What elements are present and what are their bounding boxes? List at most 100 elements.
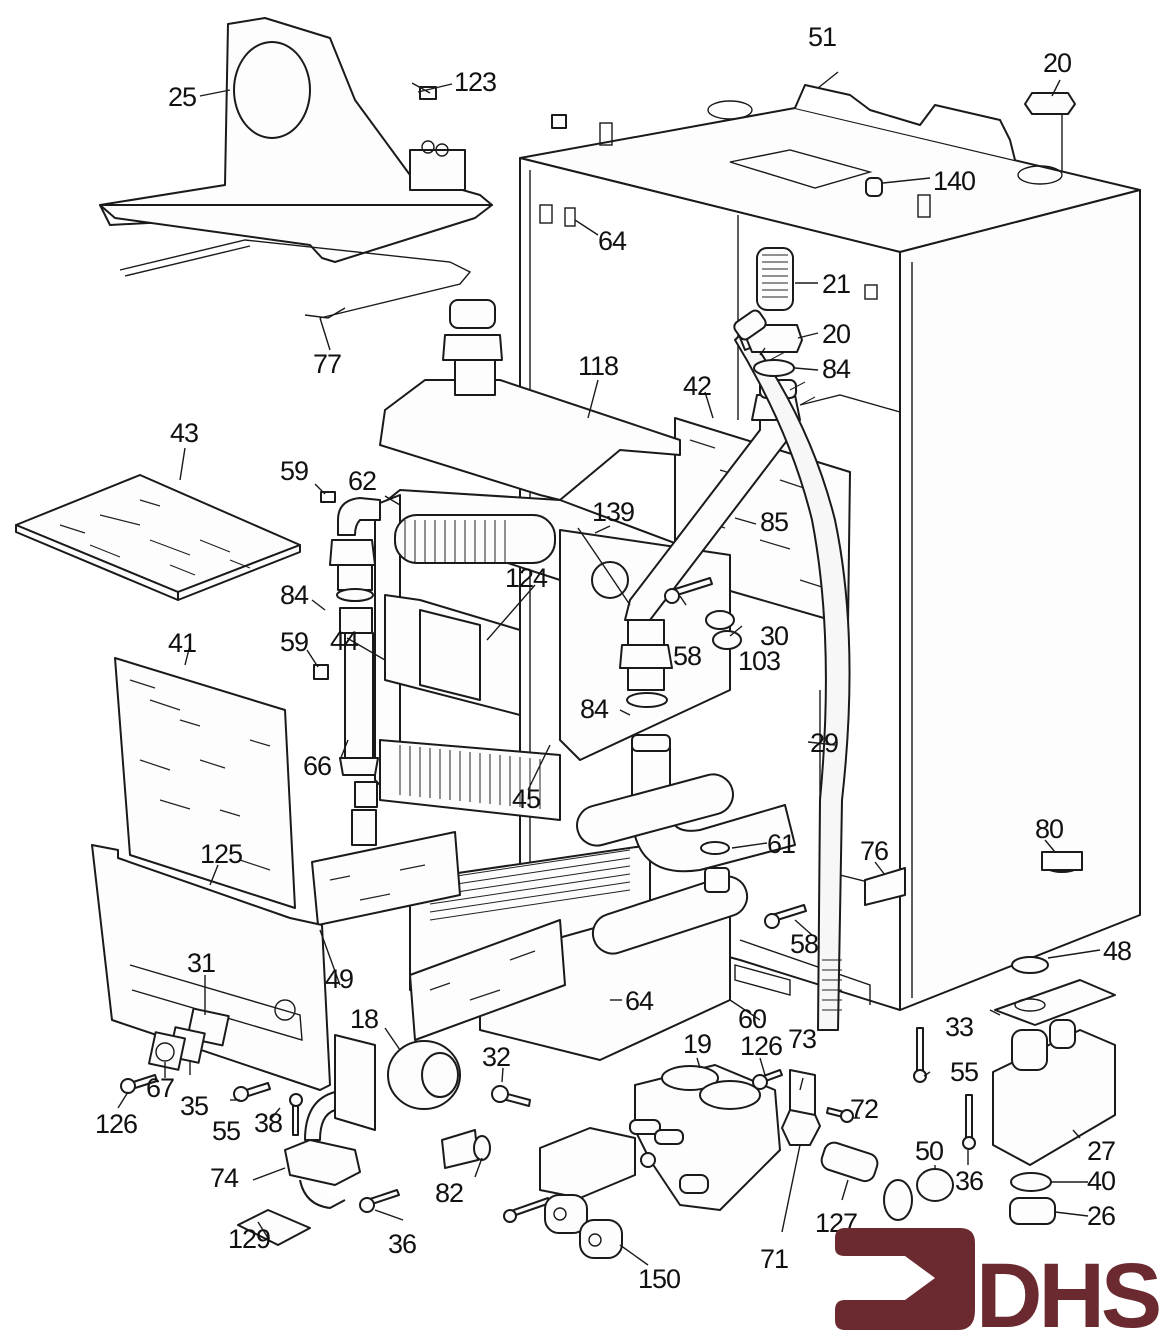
- part-label: 36: [955, 1166, 983, 1196]
- flow-connector: [442, 299, 503, 396]
- plate-129: [237, 1209, 311, 1246]
- washer-61: [700, 841, 730, 855]
- part-label: 26: [1087, 1201, 1115, 1231]
- logo-text: DHS: [976, 1245, 1159, 1342]
- part-label: 25: [168, 82, 196, 112]
- o-ring-82: [473, 1135, 491, 1161]
- part-label: 42: [683, 371, 711, 401]
- part-label: 60: [738, 1004, 766, 1034]
- part-label: 80: [1035, 814, 1063, 844]
- part-label: 31: [187, 948, 215, 978]
- part-label: 49: [325, 964, 353, 994]
- part-label: 35: [180, 1091, 208, 1121]
- gas-valve-19: [629, 1064, 781, 1211]
- insulation-panel-43: [15, 474, 301, 601]
- part-label: 126: [740, 1031, 782, 1061]
- flow-pipe-85: [619, 379, 801, 708]
- part-label: 140: [933, 166, 975, 196]
- part-label: 58: [790, 929, 818, 959]
- filter-40: [1010, 1172, 1052, 1192]
- part-label: 51: [808, 22, 836, 52]
- part-label: 73: [788, 1024, 816, 1054]
- part-label: 21: [822, 269, 850, 299]
- part-label: 126: [95, 1109, 137, 1139]
- insulation-strip-49: [311, 831, 461, 926]
- part-label: 77: [313, 349, 341, 379]
- part-label: 18: [350, 1004, 378, 1034]
- insulation-strip-49b: [409, 919, 566, 1041]
- part-label: 30: [760, 621, 788, 651]
- plug-140: [865, 177, 883, 197]
- fan-18: [334, 1034, 461, 1131]
- part-label: 118: [578, 351, 618, 381]
- part-label: 125: [200, 839, 242, 869]
- part-label: 43: [170, 418, 198, 448]
- valve-block-27: [992, 1019, 1116, 1166]
- part-label: 66: [303, 751, 331, 781]
- part-label: 124: [505, 563, 548, 593]
- window-67: [148, 1031, 186, 1071]
- part-label: 55: [212, 1116, 240, 1146]
- part-label: 38: [254, 1108, 282, 1138]
- washer-30b: [712, 630, 742, 650]
- washer-30a: [705, 610, 735, 630]
- part-label: 44: [330, 626, 359, 656]
- part-label: 82: [435, 1178, 463, 1208]
- bracket-76: [864, 867, 906, 906]
- part-label: 67: [146, 1073, 174, 1103]
- screw-38: [292, 1104, 299, 1136]
- fan-housing-25: [99, 17, 493, 319]
- part-label: 33: [945, 1012, 973, 1042]
- fitting-103: [733, 309, 767, 341]
- flexible-hose-29: [734, 329, 851, 1031]
- part-label: 55: [950, 1057, 978, 1087]
- part-label: 72: [850, 1094, 878, 1124]
- part-label: 20: [822, 319, 850, 349]
- part-label: 61: [767, 829, 795, 859]
- part-label: 32: [482, 1042, 510, 1072]
- part-label: 62: [348, 466, 376, 496]
- clip-59b: [313, 664, 329, 680]
- part-label: 40: [1087, 1166, 1115, 1196]
- pipe-66: [329, 497, 381, 846]
- arrow-right-icon: [835, 1228, 975, 1330]
- part-label: 71: [760, 1244, 788, 1274]
- part-label: 84: [580, 694, 609, 724]
- part-label: 48: [1103, 936, 1131, 966]
- electrode-lead-139: [577, 527, 631, 606]
- part-label: 27: [1087, 1136, 1115, 1166]
- gasket-33: [994, 979, 1116, 1026]
- part-label: 129: [228, 1224, 270, 1254]
- leader-lines: [117, 71, 1101, 1266]
- flange-82: [441, 1129, 479, 1169]
- nipple-127: [820, 1141, 879, 1183]
- part-label: 85: [760, 507, 788, 537]
- part-label: 50: [915, 1136, 943, 1166]
- part-label: 29: [810, 728, 838, 758]
- part-label: 123: [454, 67, 496, 97]
- insulation-panel-41: [114, 657, 296, 909]
- part-label: 58: [673, 641, 701, 671]
- part-label: 84: [822, 354, 851, 384]
- part-label: 103: [738, 646, 780, 676]
- part-label: 59: [280, 627, 308, 657]
- part-label: 74: [210, 1163, 239, 1193]
- part-label: 59: [280, 456, 308, 486]
- part-label: 19: [683, 1029, 711, 1059]
- bracket-73: [789, 1069, 816, 1116]
- part-label: 20: [1043, 48, 1071, 78]
- solenoid-coils-150: [544, 1194, 623, 1259]
- crossover-pipe: [576, 773, 734, 847]
- part-label: 150: [638, 1264, 680, 1294]
- part-label: 36: [388, 1229, 416, 1259]
- screw-55a: [916, 1027, 924, 1074]
- part-label: 45: [512, 784, 540, 814]
- clip-59a: [320, 491, 336, 503]
- part-label: 84: [280, 580, 309, 610]
- dhs-logo: DHS: [835, 1228, 1163, 1342]
- elbow-fitting-50: [883, 1168, 954, 1221]
- coil-housing: [539, 1127, 636, 1199]
- wire-77: [304, 307, 346, 319]
- part-label: 139: [592, 497, 634, 527]
